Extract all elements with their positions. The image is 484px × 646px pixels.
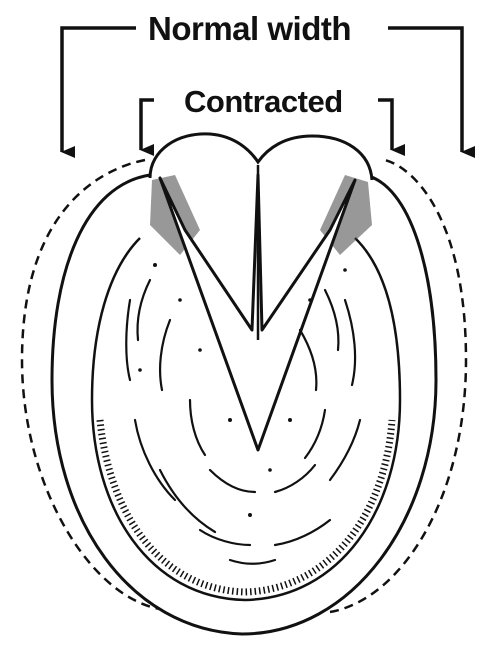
contracted-left-arrow — [141, 100, 154, 150]
heel-bulbs — [150, 134, 372, 180]
normal-width-right-arrow — [388, 28, 462, 152]
normal-width-label: Normal width — [148, 10, 351, 48]
contracted-label: Contracted — [184, 84, 343, 120]
contracted-right-arrow — [378, 100, 392, 150]
normal-width-left-arrow — [62, 28, 136, 152]
